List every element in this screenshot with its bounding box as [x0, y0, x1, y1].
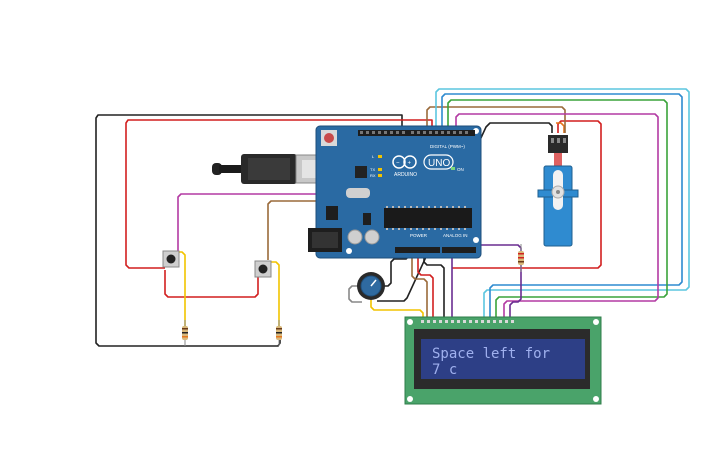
analog-label: ANALOG IN: [443, 233, 468, 238]
svg-text:+: +: [408, 161, 412, 167]
wire-green-lcd[interactable]: [447, 99, 668, 318]
atmega-chip: [384, 208, 472, 228]
wire-magenta-lcd[interactable]: [455, 113, 659, 318]
lcd-display[interactable]: Space left for 7 c: [404, 316, 602, 405]
wire-black-lcd-ground[interactable]: [423, 248, 445, 318]
usb-chip: [355, 166, 367, 178]
wire-gray-pot[interactable]: [348, 285, 362, 303]
l-label: L: [372, 154, 375, 159]
on-label: ON: [457, 167, 464, 172]
analog-header[interactable]: [442, 247, 476, 253]
arduino-logo: − +: [392, 155, 417, 169]
rx-led: [378, 174, 382, 177]
arduino-uno-board[interactable]: DIGITAL (PWM~) − + ARDUINO UNO ON L TX R…: [308, 125, 482, 259]
wire-orange-servo[interactable]: [556, 122, 565, 133]
pushbutton-1[interactable]: [162, 250, 180, 268]
wire-red-5v-left[interactable]: [125, 119, 433, 269]
capacitor-2: [364, 229, 380, 245]
l-led: [378, 155, 382, 158]
capacitor-1: [347, 229, 363, 245]
reset-button-cap[interactable]: [324, 133, 334, 143]
tx-label: TX: [370, 167, 375, 172]
potentiometer-knob-indicator: [370, 279, 377, 287]
digital-header[interactable]: [358, 130, 475, 136]
wire-blue-lcd[interactable]: [441, 93, 683, 318]
uno-badge: [423, 154, 454, 170]
wire-red-lcd-power[interactable]: [417, 248, 434, 318]
wire-cyan-lcd[interactable]: [435, 88, 690, 318]
small-chip: [363, 213, 371, 225]
regulator: [326, 206, 338, 220]
potentiometer[interactable]: [357, 272, 385, 300]
resistor-1[interactable]: [182, 320, 188, 346]
mounting-hole: [473, 237, 479, 243]
wire-yellow-pot[interactable]: [370, 300, 424, 318]
wire-purple-lcd[interactable]: [458, 244, 522, 318]
power-header[interactable]: [395, 247, 440, 253]
wire-black-servo[interactable]: [377, 122, 553, 302]
usb-cable[interactable]: [212, 154, 335, 184]
arduino-brand-label: ARDUINO: [394, 172, 417, 178]
svg-text:−: −: [396, 161, 400, 167]
lcd-line-1: Space left for: [432, 346, 550, 362]
mounting-hole: [346, 248, 352, 254]
crystal: [346, 188, 370, 198]
lcd-screen: [421, 339, 585, 379]
servo-connector[interactable]: [548, 135, 568, 153]
resistor-3[interactable]: [518, 244, 524, 272]
wire-red-button-link[interactable]: [164, 270, 259, 298]
wire-brown-lcd[interactable]: [411, 248, 428, 318]
digital-label: DIGITAL (PWM~): [430, 144, 465, 149]
servo-motor[interactable]: [537, 135, 579, 247]
tx-led: [378, 168, 382, 171]
power-label: POWER: [410, 233, 428, 238]
rx-label: RX: [370, 173, 376, 178]
resistor-2[interactable]: [276, 320, 282, 346]
wire-yellow-button2[interactable]: [268, 261, 280, 328]
uno-label: UNO: [428, 158, 450, 169]
power-led: [451, 167, 455, 170]
lcd-line-2: 7 c: [432, 362, 457, 378]
pushbutton-2[interactable]: [254, 260, 272, 278]
wires: [95, 88, 690, 347]
